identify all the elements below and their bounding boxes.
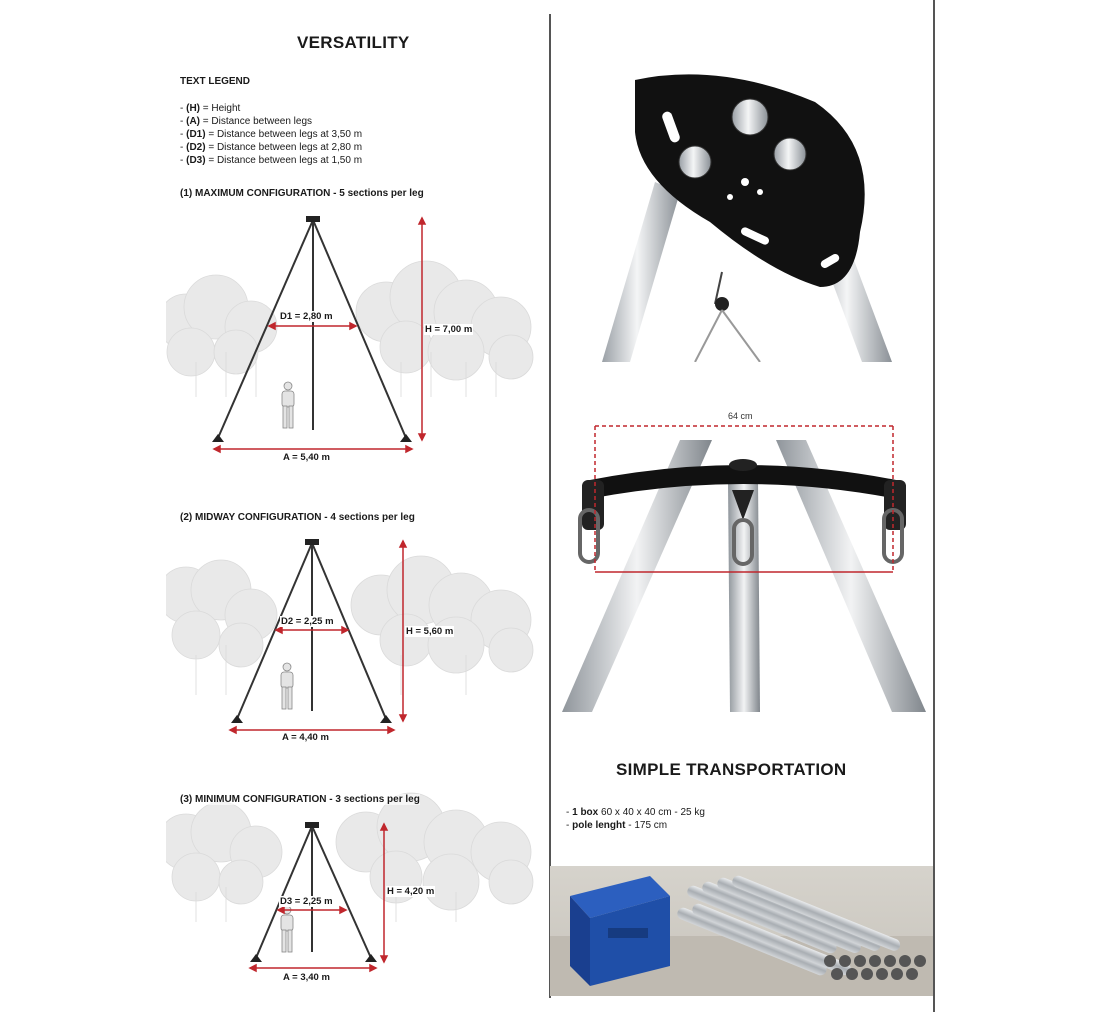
transport-item-box: - 1 box 60 x 40 x 40 cm - 25 kg	[566, 807, 705, 818]
person-figure	[281, 381, 295, 429]
transportation-title: SIMPLE TRANSPORTATION	[616, 760, 847, 779]
legend-item: - (D1) = Distance between legs at 3,50 m	[180, 129, 363, 140]
a-label: A = 3,40 m	[282, 972, 331, 983]
transport-photo	[550, 866, 933, 996]
transport-list: - 1 box 60 x 40 x 40 cm - 25 kg - pole l…	[566, 806, 705, 832]
tripod-legs	[255, 825, 372, 959]
config-2-heading: (2) MIDWAY CONFIGURATION - 4 sections pe…	[180, 512, 415, 523]
h-label: H = 5,60 m	[405, 626, 455, 637]
tripod-head-photo	[600, 72, 892, 362]
h-label: H = 4,20 m	[386, 886, 436, 897]
legend-title: TEXT LEGEND	[180, 76, 251, 87]
versatility-title: VERSATILITY	[297, 33, 410, 52]
tripod-legs	[217, 219, 407, 439]
trees-background	[166, 555, 534, 695]
d3-label: D3 = 2,25 m	[279, 896, 334, 907]
d1-label: D1 = 2,80 m	[279, 311, 334, 322]
transport-item-pole: - pole lenght - 175 cm	[566, 820, 668, 831]
d2-label: D2 = 2,25 m	[280, 616, 335, 627]
tripod-side-photo	[562, 420, 926, 712]
a-label: A = 4,40 m	[281, 732, 330, 743]
legend-list: - (H) = Height - (A) = Distance between …	[180, 102, 362, 167]
config-1-diagram: D1 = 2,80 m H = 7,00 m A = 5,40 m	[166, 212, 536, 463]
a-label: A = 5,40 m	[282, 452, 331, 463]
person-figure	[280, 905, 294, 953]
legend-item: - (D3) = Distance between legs at 1,50 m	[180, 155, 363, 166]
head-dimension-label: 64 cm	[728, 411, 753, 421]
trees-background	[166, 792, 534, 922]
blue-box	[570, 876, 670, 986]
config-2-diagram: D2 = 2,25 m H = 5,60 m A = 4,40 m	[166, 535, 536, 750]
h-label: H = 7,00 m	[424, 324, 474, 335]
config-3-heading: (3) MINIMUM CONFIGURATION - 3 sections p…	[180, 794, 420, 805]
poles-bundle	[677, 875, 926, 980]
config-3-diagram: D3 = 2,25 m H = 4,20 m A = 3,40 m	[166, 772, 536, 992]
tripod-legs	[236, 542, 387, 720]
legend-item: - (H) = Height	[180, 103, 241, 114]
right-border	[933, 0, 935, 1012]
column-divider	[549, 14, 551, 998]
config-1-heading: (1) MAXIMUM CONFIGURATION - 5 sections p…	[180, 188, 424, 199]
legend-item: - (D2) = Distance between legs at 2,80 m	[180, 142, 363, 153]
legend-item: - (A) = Distance between legs	[180, 116, 313, 127]
person-figure	[280, 662, 294, 710]
